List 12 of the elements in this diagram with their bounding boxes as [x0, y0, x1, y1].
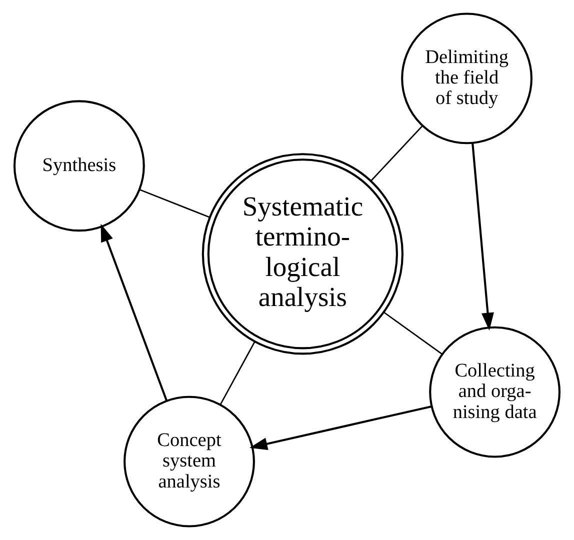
- node-circle: Collecting and orga- nising data: [429, 326, 561, 458]
- connector: [384, 312, 443, 355]
- connector: [370, 125, 423, 182]
- arrow: [249, 405, 432, 450]
- node-circle: Delimiting the field of study: [401, 12, 532, 144]
- connector: [220, 342, 256, 406]
- node-circle: Synthesis: [13, 100, 145, 232]
- connector: [139, 189, 210, 218]
- arrow: [100, 224, 168, 402]
- arrow: [472, 142, 494, 331]
- node-circle: Concept system analysis: [124, 396, 255, 528]
- node-circle: Systematic termino- logical analysis: [202, 153, 404, 355]
